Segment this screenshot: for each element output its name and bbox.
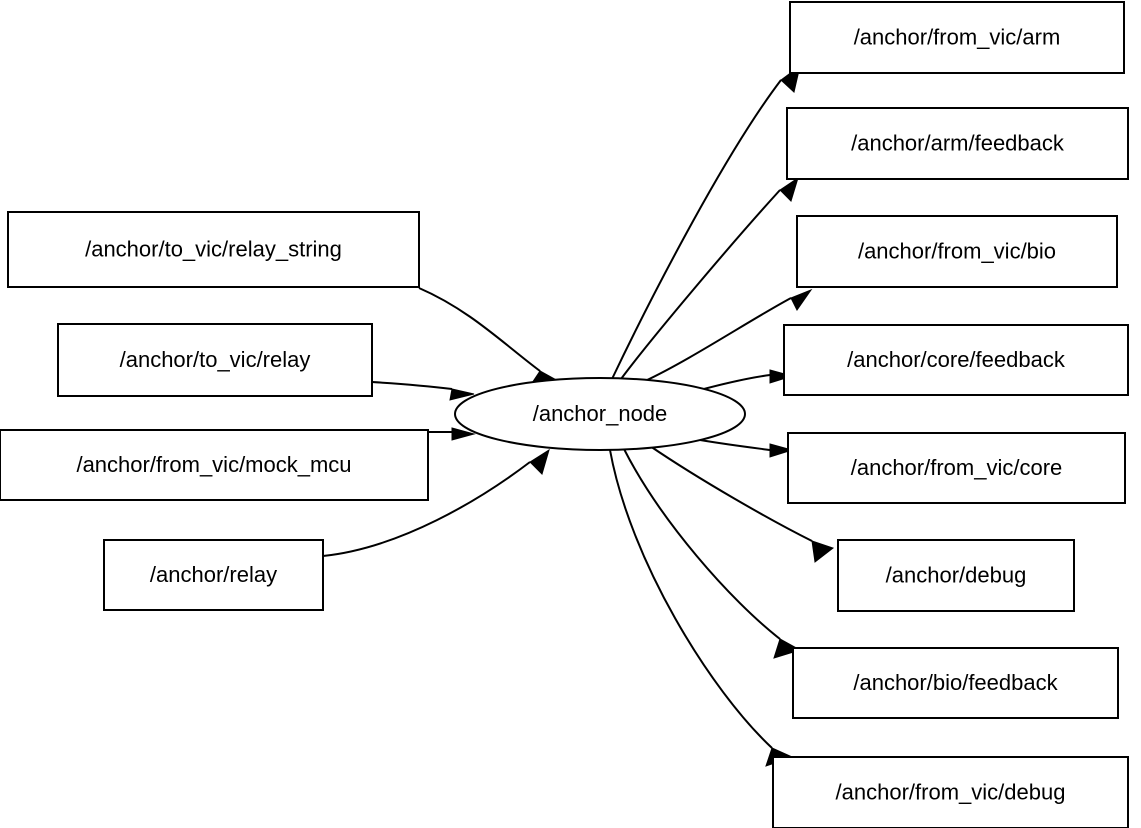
node-label: /anchor/from_vic/bio — [858, 238, 1056, 263]
arrowhead-icon — [451, 427, 476, 441]
topic-node-to_vic_relay_string[interactable]: /anchor/to_vic/relay_string — [7, 211, 420, 288]
edge-node-to-from-vic-bio — [644, 288, 813, 382]
edge-relay-topic-to-node — [322, 448, 550, 557]
edge-node-to-core-feedback — [699, 369, 794, 391]
topic-node-from_vic_bio[interactable]: /anchor/from_vic/bio — [796, 215, 1118, 288]
node-label: /anchor/relay — [150, 562, 277, 587]
edge-line — [322, 461, 531, 557]
topic-node-to_vic_relay[interactable]: /anchor/to_vic/relay — [57, 323, 373, 397]
edge-line — [644, 297, 792, 382]
edge-line — [609, 449, 773, 749]
node-box — [783, 324, 1129, 396]
edge-node-to-from-vic-arm — [611, 64, 801, 380]
edge-mock-mcu-to-node — [427, 427, 476, 441]
edge-line — [611, 79, 782, 380]
node-box — [103, 539, 324, 611]
node-box — [0, 429, 429, 501]
center-node-label: /anchor_node — [533, 401, 668, 426]
edge-line — [699, 374, 771, 391]
topic-node-from_vic_debug[interactable]: /anchor/from_vic/debug — [772, 756, 1129, 828]
topic-node-bio_feedback[interactable]: /anchor/bio/feedback — [792, 647, 1119, 719]
arrowhead-icon — [769, 369, 794, 384]
node-box — [787, 432, 1126, 504]
topic-node-debug[interactable]: /anchor/debug — [837, 539, 1075, 612]
center-node-anchor_node[interactable]: /anchor_node — [454, 377, 746, 451]
topic-node-from_vic_mock_mcu[interactable]: /anchor/from_vic/mock_mcu — [0, 429, 429, 501]
topic-node-from_vic_arm[interactable]: /anchor/from_vic/arm — [789, 1, 1125, 74]
arrowhead-icon — [449, 388, 475, 401]
node-box — [837, 539, 1075, 612]
node-box — [792, 647, 1119, 719]
node-label: /anchor/to_vic/relay — [120, 347, 311, 372]
arrowhead-icon — [773, 638, 802, 659]
arrowhead-icon — [779, 176, 799, 202]
node-box — [789, 1, 1125, 74]
node-label: /anchor/core/feedback — [847, 347, 1066, 372]
topic-node-arm_feedback[interactable]: /anchor/arm/feedback — [786, 107, 1129, 180]
edge-node-to-from-vic-debug — [609, 449, 794, 767]
node-label: /anchor/to_vic/relay_string — [85, 236, 342, 261]
arrowhead-icon — [769, 443, 794, 458]
topic-node-relay[interactable]: /anchor/relay — [103, 539, 324, 611]
topic-node-from_vic_core[interactable]: /anchor/from_vic/core — [787, 432, 1126, 504]
edge-line — [699, 439, 771, 451]
node-box — [7, 211, 420, 288]
node-box — [772, 756, 1129, 828]
node-box — [796, 215, 1118, 288]
edge-node-to-arm-feedback — [620, 176, 799, 380]
edge-line — [418, 287, 541, 372]
edge-node-to-debug — [649, 445, 835, 563]
node-label: /anchor/from_vic/core — [851, 455, 1063, 480]
edge-line — [620, 189, 781, 380]
node-label: /anchor/bio/feedback — [853, 670, 1058, 695]
edge-node-to-from-vic-core — [699, 439, 794, 458]
node-label: /anchor/from_vic/debug — [836, 779, 1066, 804]
edge-relay-to-node — [371, 381, 475, 401]
node-label: /anchor/debug — [886, 562, 1027, 587]
edge-relay-string-to-node — [418, 287, 562, 387]
center-node-ellipse — [454, 377, 746, 451]
node-box — [786, 107, 1129, 180]
arrowhead-icon — [811, 540, 835, 563]
node-label: /anchor/arm/feedback — [851, 130, 1065, 155]
node-label: /anchor/from_vic/arm — [854, 24, 1061, 49]
node-box — [57, 323, 373, 397]
edge-line — [649, 445, 813, 542]
edge-node-to-bio-feedback — [623, 448, 802, 659]
edge-line — [371, 381, 453, 390]
node-label: /anchor/from_vic/mock_mcu — [76, 452, 351, 477]
edge-line — [623, 448, 781, 640]
arrowhead-icon — [529, 448, 550, 475]
topic-node-core_feedback[interactable]: /anchor/core/feedback — [783, 324, 1129, 396]
arrowhead-icon — [790, 288, 813, 311]
